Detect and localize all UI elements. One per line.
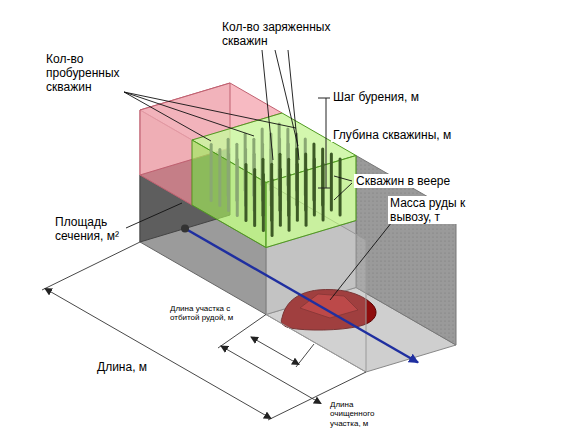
drilled-hole (218, 149, 221, 205)
label: Глубина скважины, м (331, 128, 453, 142)
boreholes (211, 124, 340, 235)
drilled-hole (210, 144, 213, 200)
label: Длина участка с отбитой рудой, м (168, 304, 244, 323)
drilled-hole (236, 159, 239, 215)
charged-hole (279, 169, 282, 225)
label: Масса руды к вывозу, т (388, 196, 510, 224)
label: Кол-во заряженных скважин (222, 20, 362, 48)
charged-hole (244, 164, 247, 220)
charged-hole (313, 159, 316, 215)
charged-hole (288, 174, 291, 230)
dimension-lines (42, 242, 366, 420)
charged-hole (262, 174, 265, 230)
drilled-hole (227, 154, 230, 210)
depth-bracket (318, 98, 330, 188)
leader-lines (124, 50, 392, 300)
green-block-end (266, 156, 356, 248)
label: Кол-во пробуренных скважин (46, 52, 126, 94)
label: Длина, м (95, 360, 149, 374)
axis-start-dot (181, 225, 189, 233)
charged-hole (305, 169, 308, 225)
label: Шаг бурения, м (331, 90, 421, 104)
charged-hole (296, 164, 299, 220)
charged-hole (339, 159, 342, 215)
charged-hole (322, 164, 325, 220)
charged-hole (253, 169, 256, 225)
label: Длина очищенного участка, м (328, 400, 394, 428)
label: Площадь сечения, м² (55, 215, 153, 243)
charged-hole (330, 154, 333, 210)
label: Скважин в веере (354, 174, 452, 188)
drift-axis (185, 229, 418, 363)
green-block-side (192, 140, 266, 248)
charged-hole (271, 179, 274, 235)
